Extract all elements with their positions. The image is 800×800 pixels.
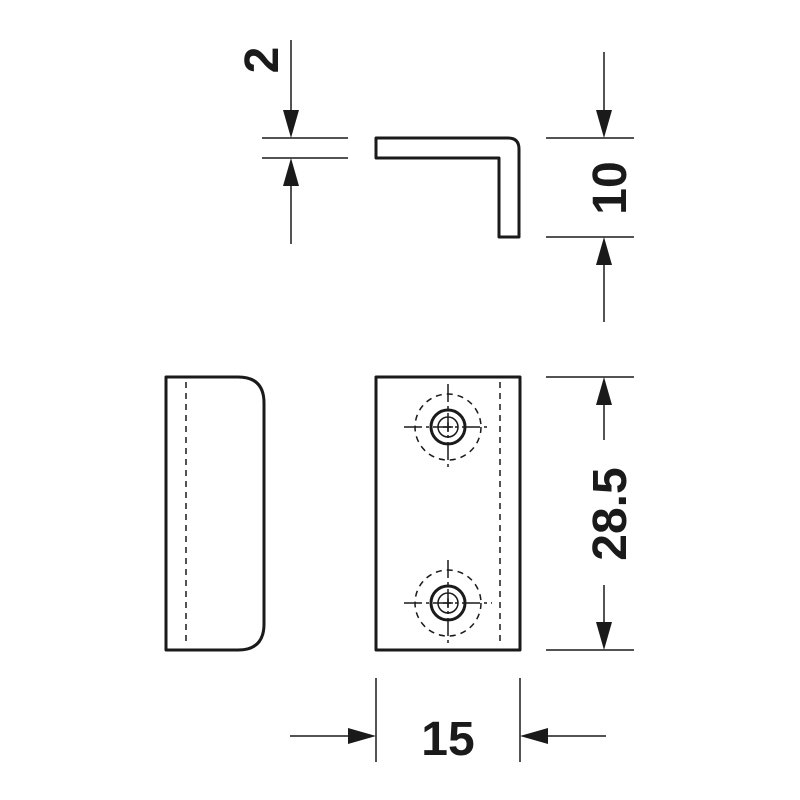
arrow-down bbox=[283, 110, 299, 138]
height-label: 10 bbox=[584, 161, 637, 214]
thickness-dimension: 2 bbox=[236, 40, 348, 244]
width-label: 15 bbox=[421, 713, 474, 766]
length-label: 28.5 bbox=[584, 467, 637, 560]
arrow-down bbox=[596, 622, 612, 650]
screw-hole-lower bbox=[404, 560, 492, 646]
screw-hole-upper bbox=[404, 384, 490, 470]
front-view-outline bbox=[374, 375, 522, 652]
arrow-left bbox=[520, 728, 548, 744]
arrow-up bbox=[596, 377, 612, 405]
arrow-up bbox=[596, 237, 612, 265]
arrow-down bbox=[596, 110, 612, 138]
front-view bbox=[374, 375, 522, 652]
end-view bbox=[164, 375, 266, 652]
height-dimension: 10 bbox=[546, 52, 637, 322]
arrow-up bbox=[283, 158, 299, 186]
arrow-right bbox=[348, 728, 376, 744]
thickness-label: 2 bbox=[236, 47, 289, 74]
length-dimension: 28.5 bbox=[546, 376, 637, 651]
angle-profile bbox=[374, 136, 521, 239]
end-view-outline bbox=[164, 375, 266, 652]
width-dimension: 15 bbox=[290, 678, 606, 766]
side-profile-view bbox=[374, 136, 521, 239]
